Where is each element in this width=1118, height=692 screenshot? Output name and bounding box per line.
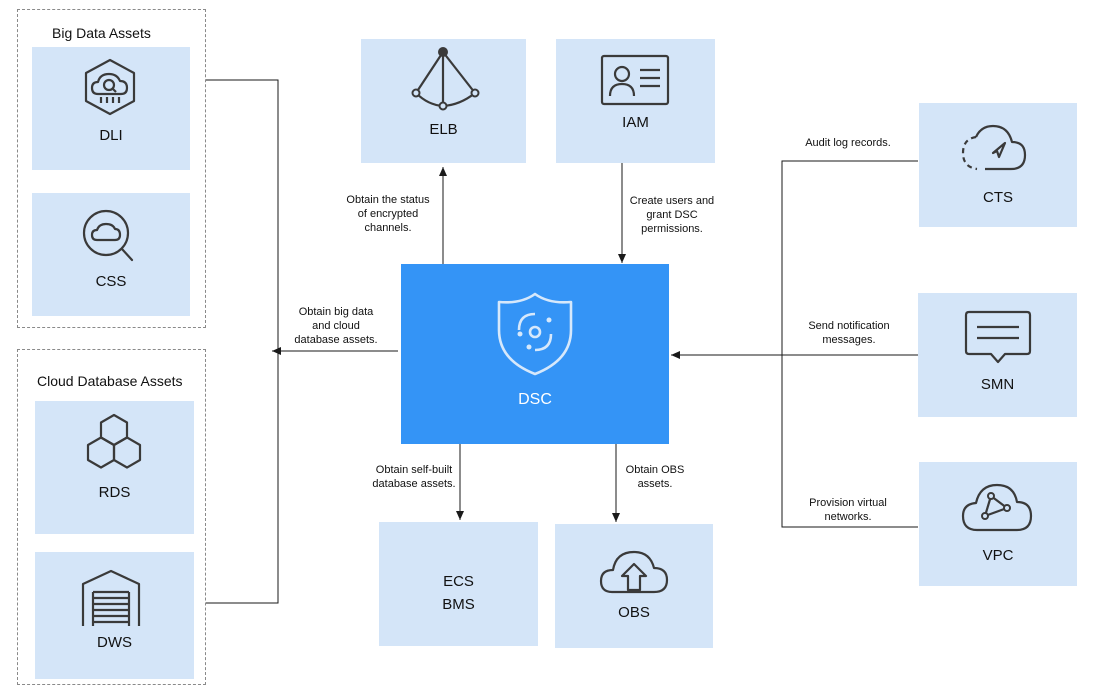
hexagon-cluster-icon	[86, 413, 142, 469]
edge-label-elb: Obtain the status of encrypted channels.	[346, 194, 430, 234]
elb-label: ELB	[429, 121, 458, 138]
big-data-assets-group: Big Data Assets	[17, 9, 206, 328]
edge-label-vpc: Provision virtual networks.	[809, 497, 887, 523]
bms-label: BMS	[442, 596, 475, 613]
dsc-label: DSC	[518, 391, 552, 408]
ecs-bms-node[interactable]: ECS BMS	[379, 522, 538, 646]
cloud-upload-icon	[599, 550, 669, 594]
warehouse-icon	[81, 569, 141, 626]
assets-bracket-line	[206, 79, 279, 604]
edge-label-obs: Obtain OBS assets.	[625, 464, 685, 490]
cloud-database-assets-title: Cloud Database Assets	[37, 373, 183, 389]
edge-label-iam: Create users and grant DSC permissions.	[629, 195, 715, 235]
css-label: CSS	[95, 273, 127, 290]
dws-label: DWS	[97, 634, 132, 651]
cloud-magnifier-icon	[82, 209, 134, 262]
obs-node[interactable]: OBS	[555, 524, 713, 648]
edge-label-smn: Send notification messages.	[808, 320, 890, 346]
vpc-node[interactable]: VPC	[919, 462, 1077, 586]
rds-label: RDS	[98, 484, 131, 501]
dws-node[interactable]: DWS	[35, 552, 194, 679]
load-balancer-icon	[411, 47, 480, 111]
elb-node[interactable]: ELB	[361, 39, 526, 163]
smn-node[interactable]: SMN	[918, 293, 1077, 417]
big-data-assets-title: Big Data Assets	[52, 25, 151, 41]
edge-label-cts: Audit log records.	[805, 137, 891, 149]
css-node[interactable]: CSS	[32, 193, 190, 316]
id-card-icon	[600, 54, 670, 106]
services-bracket-line	[781, 160, 918, 528]
iam-label: IAM	[622, 114, 649, 131]
cts-label: CTS	[983, 189, 1013, 206]
cloud-trace-icon	[961, 124, 1027, 171]
smn-label: SMN	[980, 376, 1015, 393]
cloud-network-icon	[961, 483, 1033, 532]
shield-icon	[497, 292, 573, 376]
message-bubble-icon	[964, 310, 1032, 364]
dli-label: DLI	[99, 127, 123, 144]
vpc-label: VPC	[982, 547, 1014, 564]
obs-label: OBS	[618, 604, 650, 621]
iam-node[interactable]: IAM	[556, 39, 715, 163]
edge-label-assets: Obtain big data and cloud database asset…	[294, 306, 378, 346]
edge-label-ecs: Obtain self-built database assets.	[372, 464, 456, 490]
cloud-search-hexagon-icon	[84, 58, 136, 116]
dsc-node[interactable]: DSC	[401, 264, 669, 444]
cts-node[interactable]: CTS	[919, 103, 1077, 227]
dli-node[interactable]: DLI	[32, 47, 190, 170]
cloud-database-assets-group: Cloud Database Assets	[17, 349, 206, 685]
ecs-label: ECS	[443, 573, 474, 590]
rds-node[interactable]: RDS	[35, 401, 194, 534]
